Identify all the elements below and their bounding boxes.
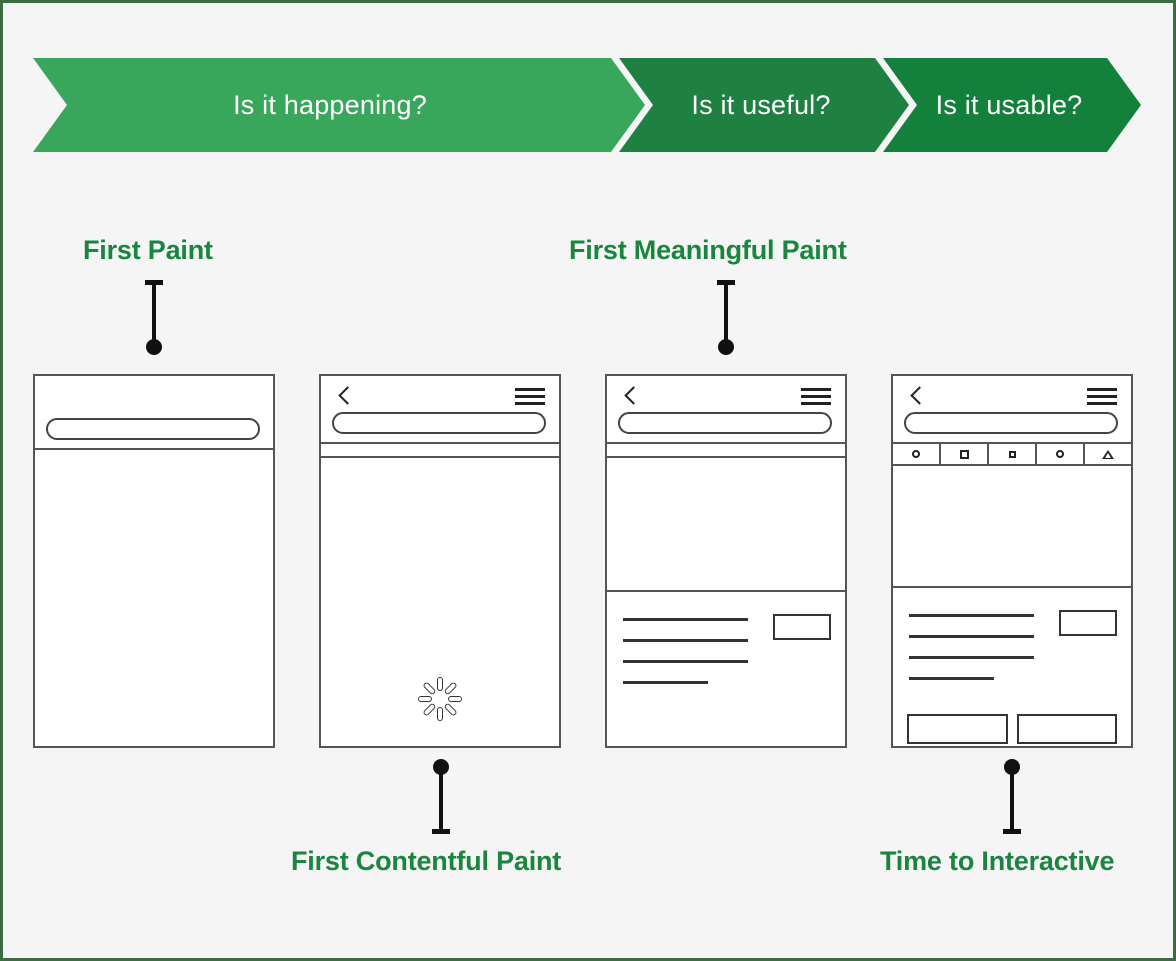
primary-action-button[interactable] <box>907 714 1008 744</box>
secondary-action-button[interactable] <box>1016 714 1117 744</box>
text-line <box>623 639 748 642</box>
phase-banner: Is it happening? Is it useful? Is it usa… <box>33 58 1141 152</box>
metric-label-first-contentful-paint: First Contentful Paint <box>291 846 562 876</box>
leader-cap <box>1003 829 1021 834</box>
spinner-segment <box>422 702 437 717</box>
phase-chevron-is-it-usable[interactable]: Is it usable? <box>883 58 1141 152</box>
phase-chevron-is-it-useful[interactable]: Is it useful? <box>619 58 909 152</box>
leader-line-first-paint <box>143 280 165 355</box>
hero-content-area <box>893 466 1131 588</box>
toolbar-button-circle[interactable] <box>893 444 941 464</box>
phase-label: Is it useful? <box>691 89 831 120</box>
spinner-segment <box>443 681 458 696</box>
image-placeholder-box <box>1059 610 1117 636</box>
leader-line-time-to-interactive <box>1001 759 1023 834</box>
leader-stem <box>1010 766 1014 834</box>
hero-content-area <box>607 458 845 592</box>
spinner-segment <box>418 696 432 702</box>
toolbar-button-square[interactable] <box>941 444 989 464</box>
spinner-segment <box>437 677 443 691</box>
url-bar[interactable] <box>332 412 546 434</box>
phone-mockup-first-meaningful-paint <box>605 374 847 748</box>
chrome-strip <box>607 444 845 458</box>
spinner-segment <box>422 681 437 696</box>
browser-chrome <box>607 376 845 444</box>
spinner-segment <box>437 707 443 721</box>
spinner-segment <box>443 702 458 717</box>
phone-mockup-first-contentful-paint <box>319 374 561 748</box>
browser-chrome <box>321 376 559 444</box>
leader-stem <box>724 280 728 348</box>
metric-label-first-paint: First Paint <box>83 235 213 265</box>
leader-stem <box>439 766 443 834</box>
app-toolbar <box>893 444 1131 466</box>
phase-label: Is it usable? <box>935 89 1083 120</box>
page-content-area <box>321 458 559 746</box>
toolbar-button-small-square[interactable] <box>989 444 1037 464</box>
leader-cap <box>432 829 450 834</box>
spinner-segment <box>448 696 462 702</box>
phone-mockup-time-to-interactive <box>891 374 1133 748</box>
circle-icon <box>1056 450 1064 458</box>
toolbar-button-triangle[interactable] <box>1085 444 1131 464</box>
phone-mockup-first-paint <box>33 374 275 748</box>
metric-label-first-meaningful-paint: First Meaningful Paint <box>569 235 847 265</box>
text-line <box>909 614 1034 617</box>
text-content-block <box>607 592 845 746</box>
small-square-icon <box>1008 450 1016 458</box>
leader-dot <box>146 339 162 355</box>
url-bar[interactable] <box>618 412 832 434</box>
url-bar[interactable] <box>46 418 260 440</box>
url-bar[interactable] <box>904 412 1118 434</box>
back-chevron-icon[interactable] <box>909 386 923 406</box>
text-line <box>623 618 748 621</box>
text-line <box>909 635 1034 638</box>
leader-line-first-meaningful-paint <box>715 280 737 355</box>
square-icon <box>959 449 969 459</box>
hamburger-menu-icon[interactable] <box>801 388 831 405</box>
phase-chevron-is-it-happening[interactable]: Is it happening? <box>33 58 645 152</box>
browser-chrome <box>35 376 273 450</box>
hamburger-menu-icon[interactable] <box>1087 388 1117 405</box>
back-chevron-icon[interactable] <box>623 386 637 406</box>
back-chevron-icon[interactable] <box>337 386 351 406</box>
metric-label-time-to-interactive: Time to Interactive <box>880 846 1115 876</box>
phase-label: Is it happening? <box>233 89 427 120</box>
hamburger-menu-icon[interactable] <box>515 388 545 405</box>
leader-stem <box>152 280 156 348</box>
page-content-area <box>35 450 273 746</box>
text-line <box>909 677 994 680</box>
text-line <box>623 660 748 663</box>
circle-icon <box>912 450 920 458</box>
leader-dot <box>718 339 734 355</box>
image-placeholder-box <box>773 614 831 640</box>
loading-spinner-icon <box>417 676 463 722</box>
text-line <box>623 681 708 684</box>
leader-line-first-contentful-paint <box>430 759 452 834</box>
triangle-icon <box>1102 449 1114 459</box>
browser-chrome <box>893 376 1131 444</box>
text-line <box>909 656 1034 659</box>
action-button-row <box>893 698 1131 744</box>
toolbar-button-circle-2[interactable] <box>1037 444 1085 464</box>
text-content-block <box>893 588 1131 746</box>
chrome-strip <box>321 444 559 458</box>
